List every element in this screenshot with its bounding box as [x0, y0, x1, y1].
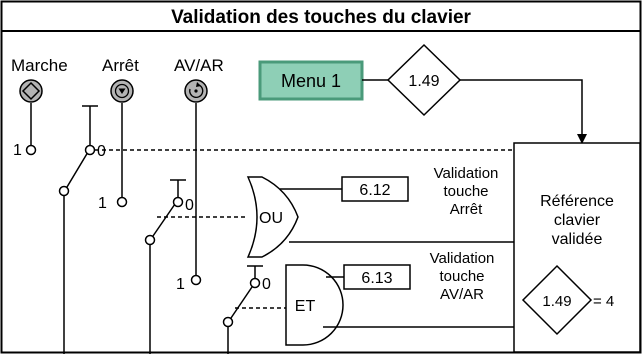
validation-avar-line-3: AV/AR [440, 286, 484, 303]
marche-switch [25, 103, 98, 354]
avar-key-icon [184, 79, 208, 103]
validation-avar-line-1: Validation [430, 250, 495, 267]
reference-box [513, 142, 641, 353]
marche-on-label: 1 [13, 142, 22, 159]
avar-on-label: 1 [176, 276, 185, 293]
param-diamond-top [386, 43, 462, 117]
reference-line-3: validée [552, 231, 603, 248]
validation-stop-line-3: Arrêt [450, 201, 483, 218]
arret-key-icon [110, 79, 134, 103]
compare-diamond [521, 264, 593, 336]
menu-1-box [258, 60, 364, 101]
diagram-title: Validation des touches du clavier [171, 7, 471, 28]
reference-line-2: clavier [554, 212, 601, 229]
avar-label: AV/AR [174, 56, 224, 75]
arret-label: Arrêt [102, 56, 139, 75]
reference-line-1: Référence [540, 193, 614, 210]
compare-diamond-label: 1.49 [542, 293, 571, 310]
param-box-6-12-label: 6.12 [359, 182, 390, 199]
and-gate [285, 264, 344, 346]
or-gate-label: OU [259, 210, 283, 227]
validation-avar-line-2: touche [439, 268, 484, 285]
avar-switch [190, 103, 263, 354]
marche-label: Marche [11, 56, 68, 75]
menu-1-label: Menu 1 [281, 71, 341, 91]
and-gate-label: ET [295, 298, 316, 315]
avar-off-label: 0 [262, 276, 271, 293]
menu-arrow [460, 79, 587, 144]
compare-value: = 4 [593, 293, 614, 310]
marche-key-icon [19, 79, 43, 103]
param-box-6-13-label: 6.13 [361, 270, 392, 287]
arret-switch [116, 103, 186, 354]
param-box-6-12 [341, 176, 409, 202]
arret-off-label: 0 [185, 197, 194, 214]
validation-stop-line-1: Validation [434, 165, 499, 182]
param-diamond-top-label: 1.49 [408, 73, 439, 90]
marche-off-label: 0 [97, 143, 106, 160]
validation-stop-line-2: touche [443, 183, 488, 200]
or-gate [246, 176, 299, 258]
arret-on-label: 1 [98, 195, 107, 212]
